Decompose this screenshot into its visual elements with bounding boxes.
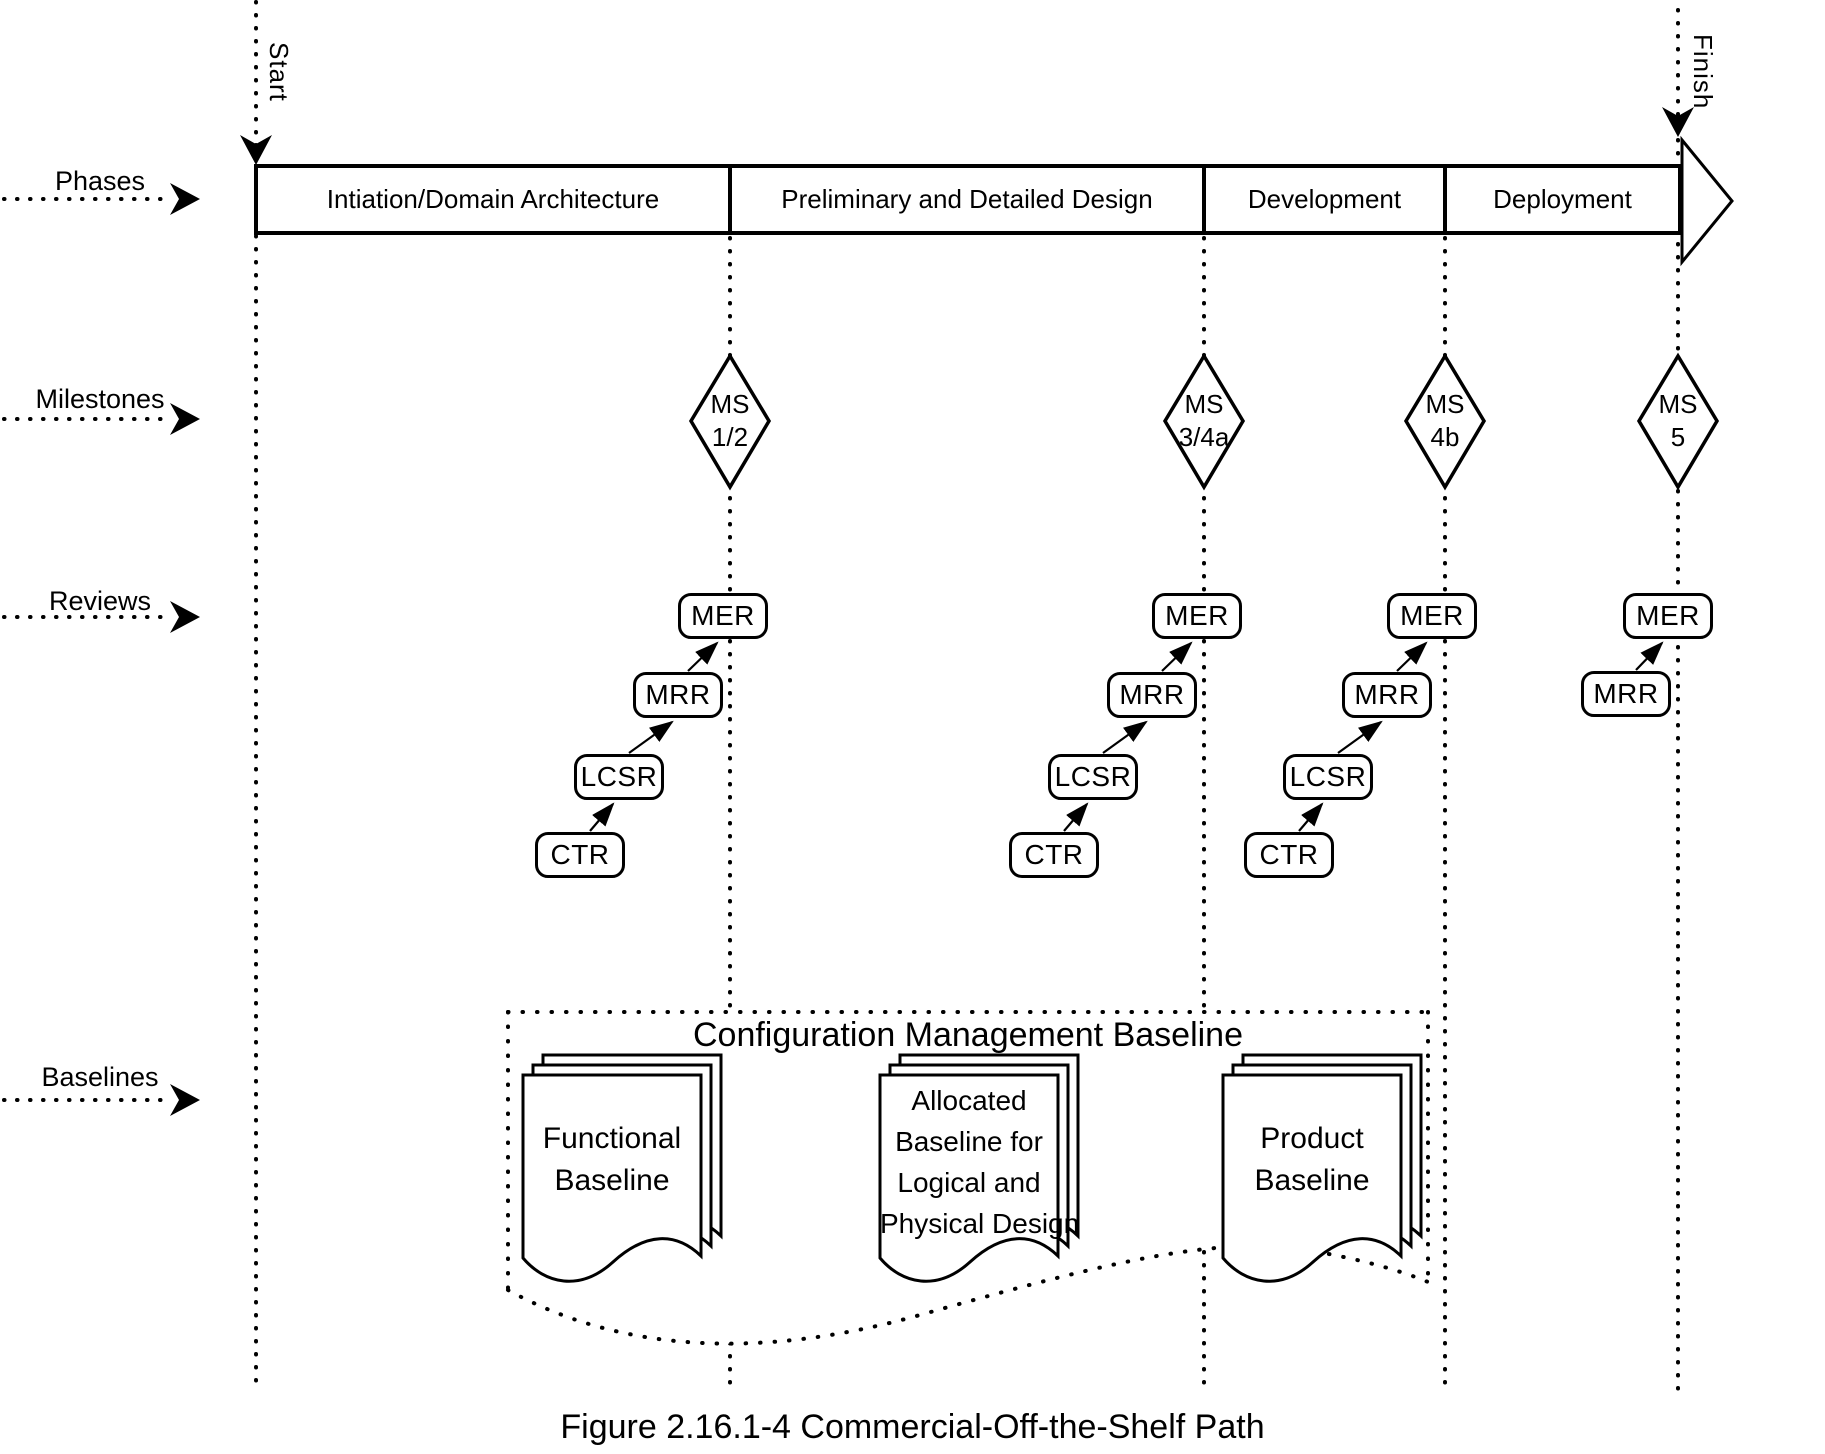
- allocated-baseline-document: [878, 1053, 1080, 1283]
- figure-caption: Figure 2.16.1-4 Commercial-Off-the-Shelf…: [560, 1408, 1265, 1446]
- baselines-arrowhead-icon: [170, 1084, 200, 1116]
- phase-bar: Intiation/Domain Architecture Preliminar…: [254, 164, 1682, 235]
- milestone-label-ms5: MS 5: [1618, 388, 1738, 454]
- review-arrow: [1063, 802, 1089, 832]
- milestone-diamond-ms12: [688, 352, 772, 491]
- review-box-mer: MER: [678, 593, 768, 639]
- product-baseline-text: Product Baseline: [1223, 1118, 1401, 1202]
- configuration-management-baseline-title: Configuration Management Baseline: [692, 1016, 1243, 1054]
- functional-baseline-document: [521, 1053, 723, 1283]
- functional-baseline-text: Functional Baseline: [523, 1118, 701, 1202]
- phases-row-label: Phases: [54, 166, 146, 196]
- milestone-label-ms34a: MS 3/4a: [1144, 388, 1264, 454]
- document-text-line: Baseline: [554, 1164, 670, 1197]
- start-label: Start: [264, 42, 294, 102]
- document-text-line: Baseline for: [895, 1126, 1043, 1157]
- review-box-lcsr: LCSR: [1048, 754, 1138, 800]
- reviews-row-label: Reviews: [48, 586, 152, 616]
- allocated-baseline-text: Allocated Baseline for Logical and Physi…: [880, 1080, 1080, 1244]
- document-text-line: Baseline: [1254, 1164, 1370, 1197]
- milestone-text-line: MS: [710, 389, 750, 419]
- review-arrow: [1102, 720, 1148, 754]
- phase-preliminary-detailed-design: Preliminary and Detailed Design: [732, 168, 1206, 231]
- phase-initiation-domain-architecture: Intiation/Domain Architecture: [258, 168, 732, 231]
- phase-deployment: Deployment: [1493, 184, 1632, 214]
- review-arrow: [1161, 641, 1193, 672]
- milestone-label-ms4b: MS 4b: [1385, 388, 1505, 454]
- milestone-text-line: 5: [1670, 422, 1686, 452]
- review-box-lcsr: LCSR: [574, 754, 664, 800]
- document-text-line: Physical Design: [880, 1208, 1080, 1239]
- document-text-line: Allocated: [911, 1085, 1027, 1116]
- review-arrow: [1396, 641, 1428, 672]
- finish-down-arrowhead-icon: [1662, 107, 1694, 137]
- milestone-label-ms12: MS 1/2: [670, 388, 790, 454]
- milestone-text-line: MS: [1184, 389, 1224, 419]
- product-baseline-document: [1221, 1053, 1423, 1283]
- review-box-mrr: MRR: [633, 672, 723, 718]
- milestone-text-line: 4b: [1430, 422, 1460, 452]
- reviews-arrowhead-icon: [170, 601, 200, 633]
- review-box-ctr: CTR: [535, 832, 625, 878]
- review-box-ctr: CTR: [1244, 832, 1334, 878]
- review-box-mer: MER: [1623, 593, 1713, 639]
- milestones-arrowhead-icon: [170, 403, 200, 435]
- milestone-text-line: 1/2: [711, 422, 749, 452]
- review-box-mer: MER: [1387, 593, 1477, 639]
- milestone-diamond-ms5: [1636, 352, 1720, 491]
- milestone-text-line: 3/4a: [1178, 422, 1230, 452]
- review-arrow: [589, 802, 615, 832]
- baselines-row-label: Baselines: [41, 1062, 159, 1092]
- review-box-lcsr: LCSR: [1283, 754, 1373, 800]
- milestone-text-line: MS: [1658, 389, 1698, 419]
- start-down-arrowhead-icon: [240, 135, 272, 165]
- finish-label: Finish: [1688, 34, 1718, 110]
- review-arrow: [687, 641, 719, 672]
- document-text-line: Product: [1260, 1122, 1364, 1155]
- review-box-mer: MER: [1152, 593, 1242, 639]
- finish-arrow-triangle: [1680, 135, 1734, 267]
- review-arrow: [1337, 720, 1383, 754]
- milestone-diamond-ms4b: [1403, 352, 1487, 491]
- review-box-mrr: MRR: [1107, 672, 1197, 718]
- phases-arrowhead-icon: [170, 183, 200, 215]
- review-arrow: [628, 720, 674, 754]
- review-arrow: [1298, 802, 1324, 832]
- document-text-line: Logical and: [897, 1167, 1041, 1198]
- milestone-diamond-ms34a: [1162, 352, 1246, 491]
- phase-development: Development: [1206, 168, 1447, 231]
- milestones-row-label: Milestones: [35, 384, 165, 414]
- review-box-mrr: MRR: [1342, 672, 1432, 718]
- review-box-ctr: CTR: [1009, 832, 1099, 878]
- cmb-border-wave: [506, 1244, 1430, 1346]
- review-arrow: [1635, 641, 1664, 671]
- milestone-text-line: MS: [1425, 389, 1465, 419]
- review-box-mrr: MRR: [1581, 671, 1671, 717]
- document-text-line: Functional: [542, 1122, 682, 1155]
